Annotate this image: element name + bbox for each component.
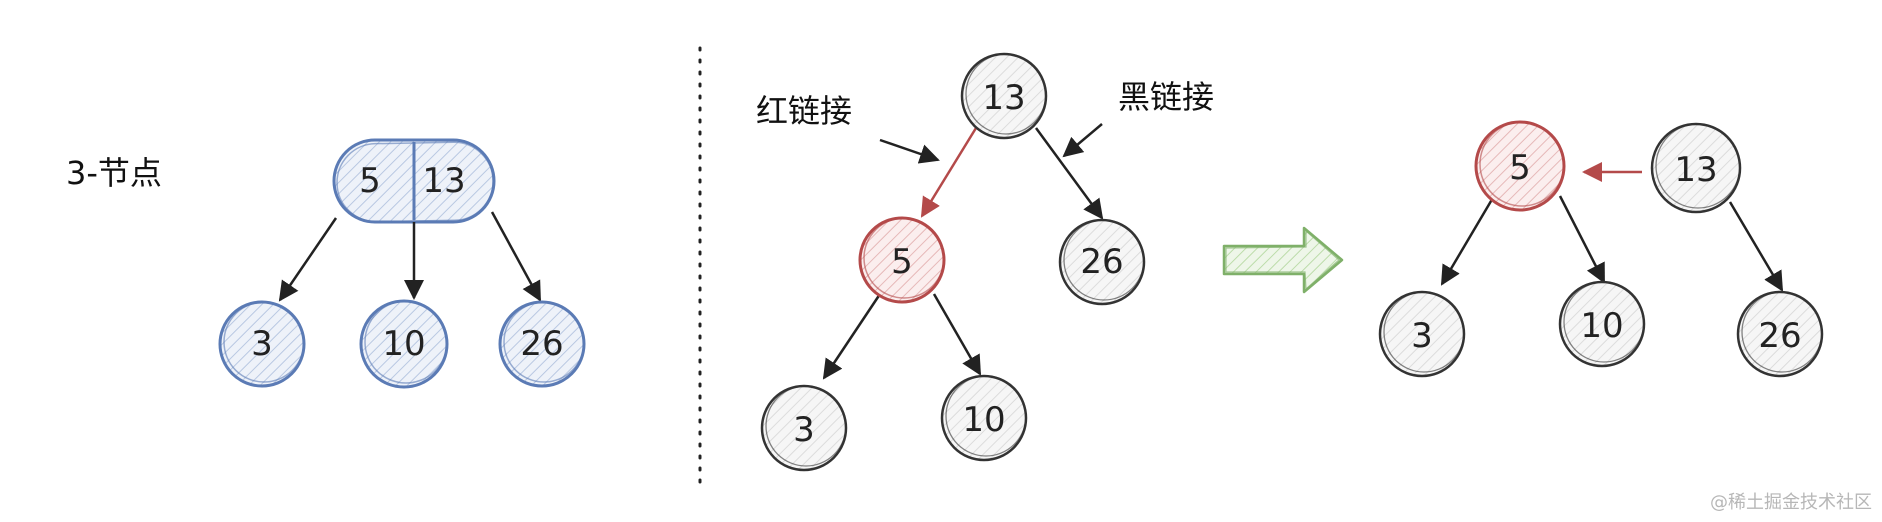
middle-node-26: 26 [1058, 218, 1146, 306]
red-link-label: 红链接 [756, 92, 852, 130]
svg-text:3: 3 [251, 324, 273, 364]
middle-node-13: 13 [960, 52, 1048, 140]
red-link-pointer [879, 138, 940, 164]
edge-right-5-to-10 [1558, 195, 1606, 284]
right-node-5-red: 5 [1474, 120, 1566, 212]
svg-text:26: 26 [1080, 242, 1123, 282]
svg-text:10: 10 [382, 324, 425, 364]
edge-right-5-to-3 [1440, 195, 1496, 286]
right-node-3: 3 [1378, 290, 1466, 378]
edge-pill-to-3 [278, 217, 338, 302]
green-arrow-icon [1222, 226, 1344, 294]
watermark: @稀土掘金技术社区 [1710, 492, 1872, 513]
edge-5-to-10 [932, 293, 982, 376]
svg-text:3: 3 [1411, 316, 1433, 356]
svg-text:10: 10 [962, 400, 1005, 440]
svg-text:10: 10 [1580, 306, 1623, 346]
pill-key-5: 5 [359, 161, 381, 201]
edge-pill-to-26 [490, 211, 542, 302]
edge-5-to-3 [822, 293, 882, 380]
edge-right-13-to-26 [1728, 201, 1784, 292]
black-link-label: 黑链接 [1118, 78, 1214, 116]
right-node-13: 13 [1650, 122, 1742, 214]
svg-text:3: 3 [793, 410, 815, 450]
three-node-pill: 5 13 [332, 138, 496, 224]
right-node-26: 26 [1736, 290, 1824, 378]
three-node-label: 3-节点 [66, 154, 162, 192]
middle-node-3: 3 [760, 384, 848, 472]
svg-text:13: 13 [982, 78, 1025, 118]
svg-text:5: 5 [1509, 148, 1531, 188]
right-panel: 5 13 3 10 26 [1378, 120, 1824, 378]
svg-text:26: 26 [1758, 316, 1801, 356]
left-node-10: 10 [359, 299, 449, 389]
svg-text:26: 26 [520, 324, 563, 364]
black-link-pointer [1062, 123, 1103, 158]
svg-text:13: 13 [1674, 150, 1717, 190]
middle-panel: 红链接 黑链接 13 5 26 3 [756, 52, 1214, 472]
red-link-edge [920, 127, 978, 218]
right-node-10: 10 [1558, 280, 1646, 368]
pill-key-13: 13 [422, 161, 465, 201]
black-link-edge [1034, 127, 1104, 220]
middle-node-5-red: 5 [858, 216, 946, 304]
middle-node-10: 10 [940, 374, 1028, 462]
left-node-26: 26 [498, 300, 586, 388]
left-panel: 3-节点 5 13 3 10 26 [66, 138, 586, 389]
left-node-3: 3 [218, 300, 306, 388]
svg-text:5: 5 [891, 242, 913, 282]
